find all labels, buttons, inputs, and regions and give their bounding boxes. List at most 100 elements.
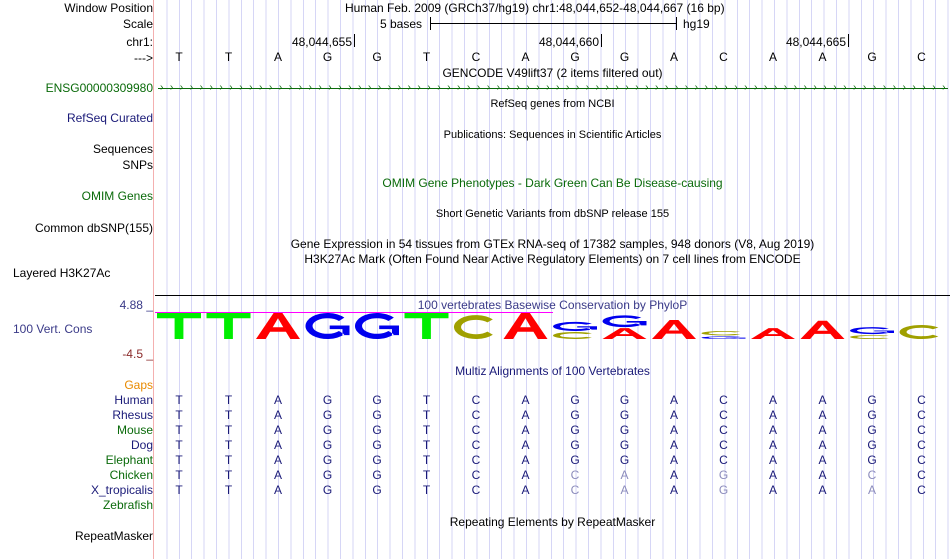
label-layered-h3k27ac[interactable]: Layered H3K27Ac — [13, 266, 111, 280]
logo-letter-G-icon — [849, 327, 894, 335]
aligned-base: G — [322, 408, 333, 422]
aligned-base: T — [422, 453, 431, 467]
strand-arrow-icon: › — [160, 82, 164, 93]
aligned-base: A — [521, 483, 530, 497]
strand-arrow-icon: › — [595, 82, 599, 93]
strand-arrow-icon: › — [615, 82, 619, 93]
aligned-base: G — [322, 483, 333, 497]
strand-arrow-icon: › — [763, 82, 768, 93]
aligned-base: T — [422, 468, 431, 482]
aligned-base: G — [570, 423, 580, 437]
species-label[interactable]: Rhesus — [112, 408, 153, 422]
strand-arrow-icon: › — [169, 82, 174, 93]
aligned-base: A — [818, 468, 827, 482]
aligned-base: C — [719, 408, 728, 422]
label-snps[interactable]: SNPs — [122, 158, 153, 172]
track-title-phylop[interactable]: 100 vertebrates Basewise Conservation by… — [417, 298, 688, 312]
species-label[interactable]: X_tropicalis — [90, 483, 153, 497]
strand-arrow-icon: › — [417, 82, 421, 93]
strand-arrow-icon: › — [377, 82, 382, 93]
strand-arrow-icon: › — [397, 82, 401, 93]
strand-arrow-icon: › — [833, 82, 837, 93]
species-label[interactable]: Dog — [130, 438, 153, 452]
aligned-base: A — [669, 468, 678, 482]
label-chrom: chr1: — [126, 35, 153, 49]
strand-arrow-icon: › — [229, 82, 233, 93]
track-title-omim[interactable]: OMIM Gene Phenotypes - Dark Green Can Be… — [382, 176, 723, 190]
aligned-base: G — [867, 453, 877, 467]
aligned-base: C — [917, 408, 926, 422]
label-100-vert-cons[interactable]: 100 Vert. Cons — [13, 322, 93, 336]
aligned-base: G — [372, 423, 382, 437]
aligned-base: G — [372, 468, 382, 482]
strand-arrow-icon: › — [635, 82, 639, 93]
gene-line[interactable] — [158, 88, 948, 89]
aligned-base: T — [224, 393, 233, 407]
track-title-dbsnp[interactable]: Short Genetic Variants from dbSNP releas… — [435, 208, 670, 220]
label-common-dbsnp[interactable]: Common dbSNP(155) — [34, 221, 153, 235]
label-gene[interactable]: ENSG00000309980 — [45, 81, 153, 95]
track-title-publications[interactable]: Publications: Sequences in Scientific Ar… — [443, 129, 662, 141]
strand-arrow-icon: › — [556, 82, 560, 93]
strand-arrow-icon: › — [773, 82, 778, 93]
reference-base: A — [273, 50, 282, 64]
aligned-base: A — [521, 408, 530, 422]
strand-arrow-icon: › — [367, 82, 372, 93]
aligned-base: T — [175, 423, 183, 437]
label-sequences[interactable]: Sequences — [92, 142, 153, 156]
aligned-base: G — [372, 483, 382, 497]
species-label[interactable]: Mouse — [116, 423, 153, 437]
aligned-base: C — [719, 393, 728, 407]
strand-arrow-icon: › — [249, 82, 253, 93]
aligned-base: G — [322, 423, 333, 437]
aligned-base: A — [273, 408, 282, 422]
aligned-base: A — [669, 408, 678, 422]
aligned-base: A — [669, 393, 678, 407]
track-title-refseq[interactable]: RefSeq genes from NCBI — [490, 98, 615, 110]
aligned-base: A — [273, 453, 282, 467]
logo-letter-C-icon — [552, 331, 592, 339]
species-label[interactable]: Zebrafish — [102, 498, 153, 512]
label-omim-genes[interactable]: OMIM Genes — [81, 189, 153, 203]
species-label[interactable]: Chicken — [109, 468, 153, 482]
position-tick-label: 48,044,665 — [785, 35, 846, 49]
position-title: Human Feb. 2009 (GRCh37/hg19) chr1:48,04… — [345, 1, 725, 15]
strand-arrow-icon: › — [209, 82, 213, 93]
aligned-base: G — [322, 438, 333, 452]
logo-letter-C-icon — [453, 315, 493, 339]
reference-base: A — [768, 50, 777, 64]
strand-arrow-icon: › — [278, 82, 283, 93]
track-title-gtex[interactable]: Gene Expression in 54 tissues from GTEx … — [290, 237, 815, 251]
strand-arrow-icon: › — [189, 82, 194, 93]
strand-arrow-icon: › — [575, 82, 580, 93]
cons-max-value: 4.88 _ — [119, 298, 153, 312]
track-title-gencode[interactable]: GENCODE V49lift37 (2 items filtered out) — [442, 66, 663, 80]
label-refseq-curated[interactable]: RefSeq Curated — [66, 111, 153, 125]
track-title-repeatmasker[interactable]: Repeating Elements by RepeatMasker — [449, 515, 656, 529]
track-title-multiz[interactable]: Multiz Alignments of 100 Vertebrates — [455, 364, 650, 378]
species-label[interactable]: Elephant — [105, 453, 153, 467]
strand-arrow-icon: › — [942, 82, 946, 93]
label-repeatmasker[interactable]: RepeatMasker — [74, 529, 153, 543]
strand-arrow-icon: › — [427, 82, 431, 93]
logo-letter-T-icon — [157, 313, 201, 339]
aligned-base: G — [867, 423, 877, 437]
logo-letter-A-icon — [256, 313, 300, 339]
strand-arrow-icon: › — [932, 82, 936, 93]
aligned-base: G — [570, 393, 580, 407]
strand-arrow-icon: › — [674, 82, 679, 93]
scale-bar-left-tick — [430, 17, 431, 30]
label-gaps[interactable]: Gaps — [124, 378, 153, 392]
aligned-base: T — [175, 483, 183, 497]
species-label[interactable]: Human — [114, 393, 153, 407]
label-strand[interactable]: ---> — [134, 51, 153, 65]
strand-arrow-icon: › — [516, 82, 520, 93]
position-tick-label: 48,044,655 — [291, 35, 352, 49]
strand-arrow-icon: › — [813, 82, 817, 93]
track-title-h3k27ac[interactable]: H3K27Ac Mark (Often Found Near Active Re… — [304, 252, 801, 266]
strand-arrow-icon: › — [803, 82, 807, 93]
aligned-base: C — [471, 453, 481, 467]
aligned-base: A — [521, 438, 530, 452]
aligned-base: A — [521, 393, 530, 407]
